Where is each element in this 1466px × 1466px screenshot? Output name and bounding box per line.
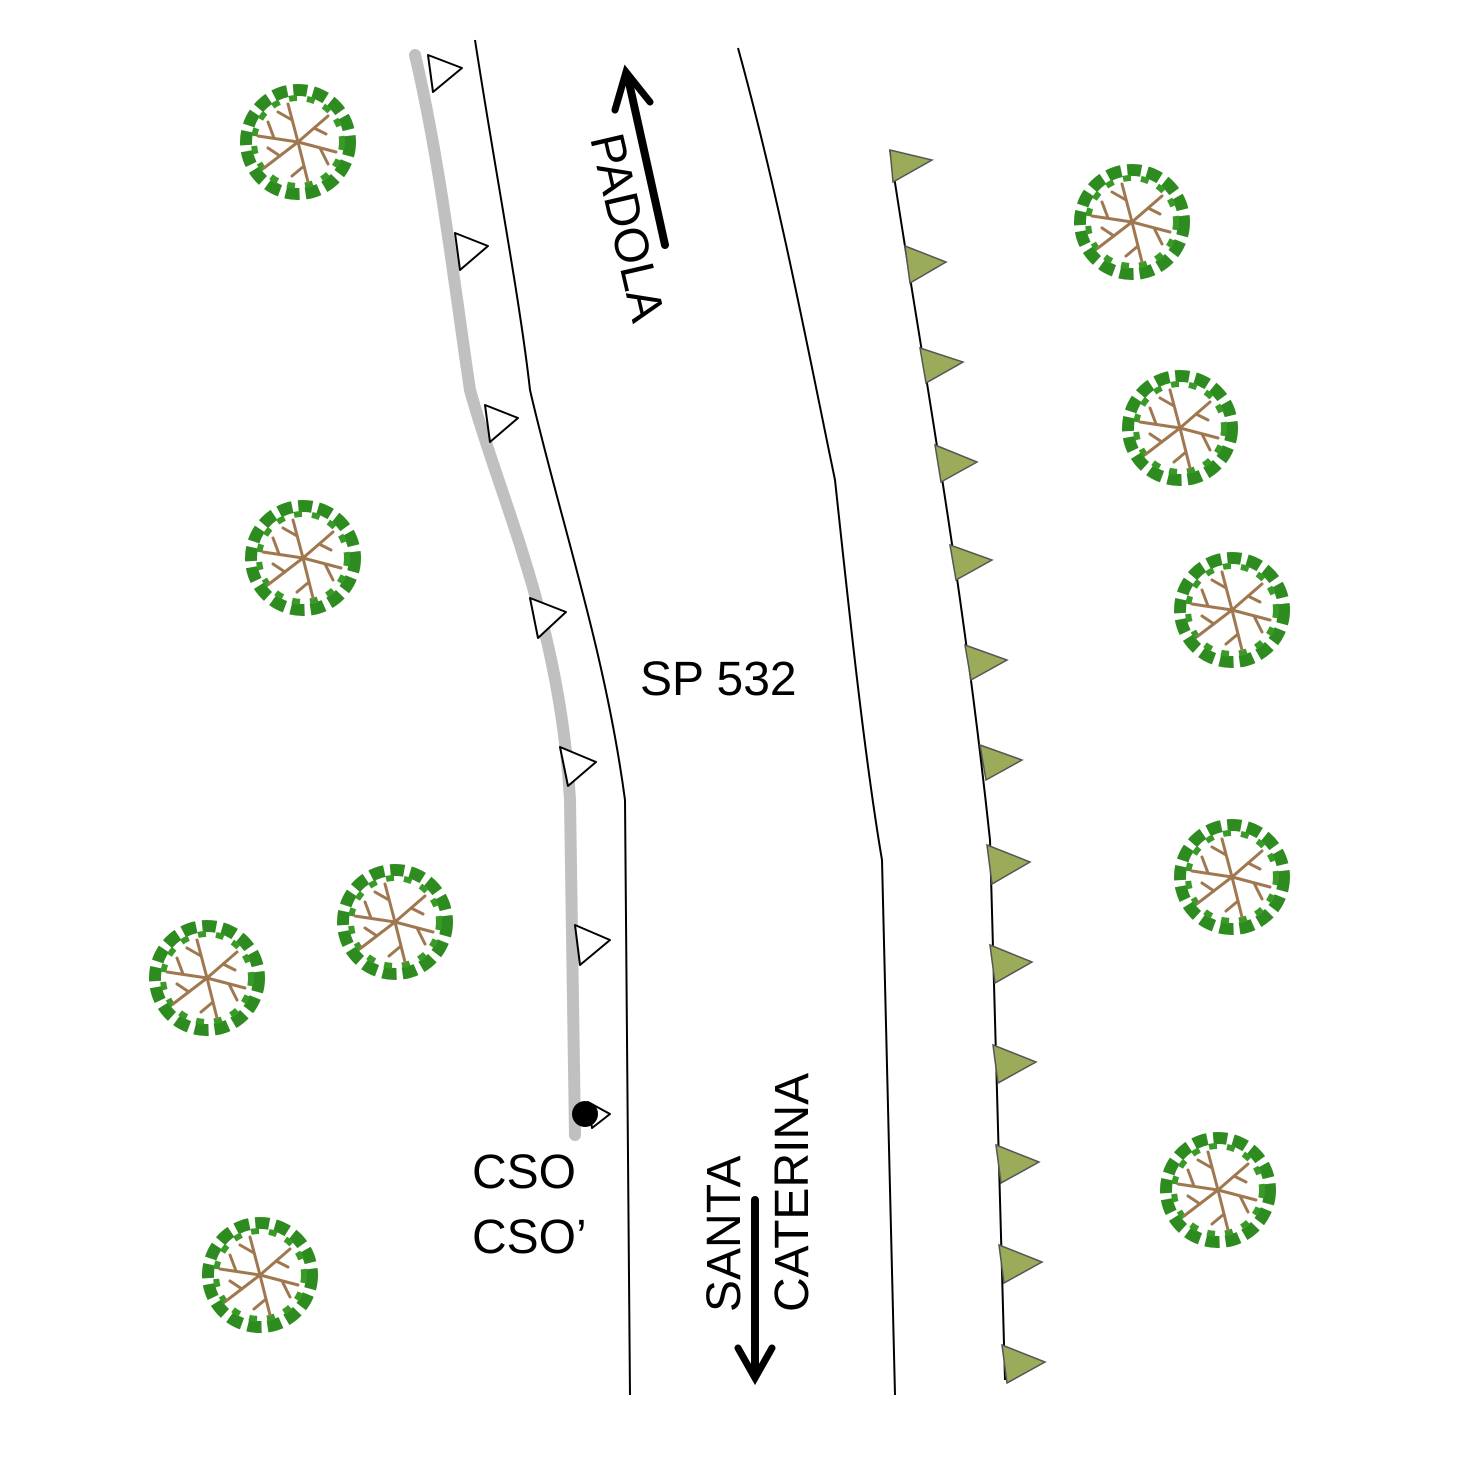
point-label-1: CSO [472,1146,576,1199]
road-edge-left [474,39,631,1396]
road-edge-right [737,47,896,1396]
tree-icon [1180,825,1284,929]
tree-icon [1128,376,1232,480]
tree-icon [1080,170,1184,274]
tree-icon [1180,558,1284,662]
south-destination-label-1: SANTA [698,1156,751,1312]
road-label: SP 532 [640,653,797,706]
point-marker-icon [572,1101,598,1127]
arrow-down-icon [734,1196,776,1386]
left-triangle-row [427,54,611,1129]
tree-icon [155,926,259,1030]
tree-icon [208,1223,312,1327]
tree-icon [251,506,355,610]
tree-icon [246,90,350,194]
south-destination-label-2: CATERINA [766,1073,819,1312]
right-triangle-row [889,149,1047,1385]
arrow-up-icon [611,64,669,249]
point-label-2: CSO’ [472,1211,587,1264]
tree-icon [343,870,447,974]
gray-path [409,49,581,1141]
tree-icon [1166,1138,1270,1242]
